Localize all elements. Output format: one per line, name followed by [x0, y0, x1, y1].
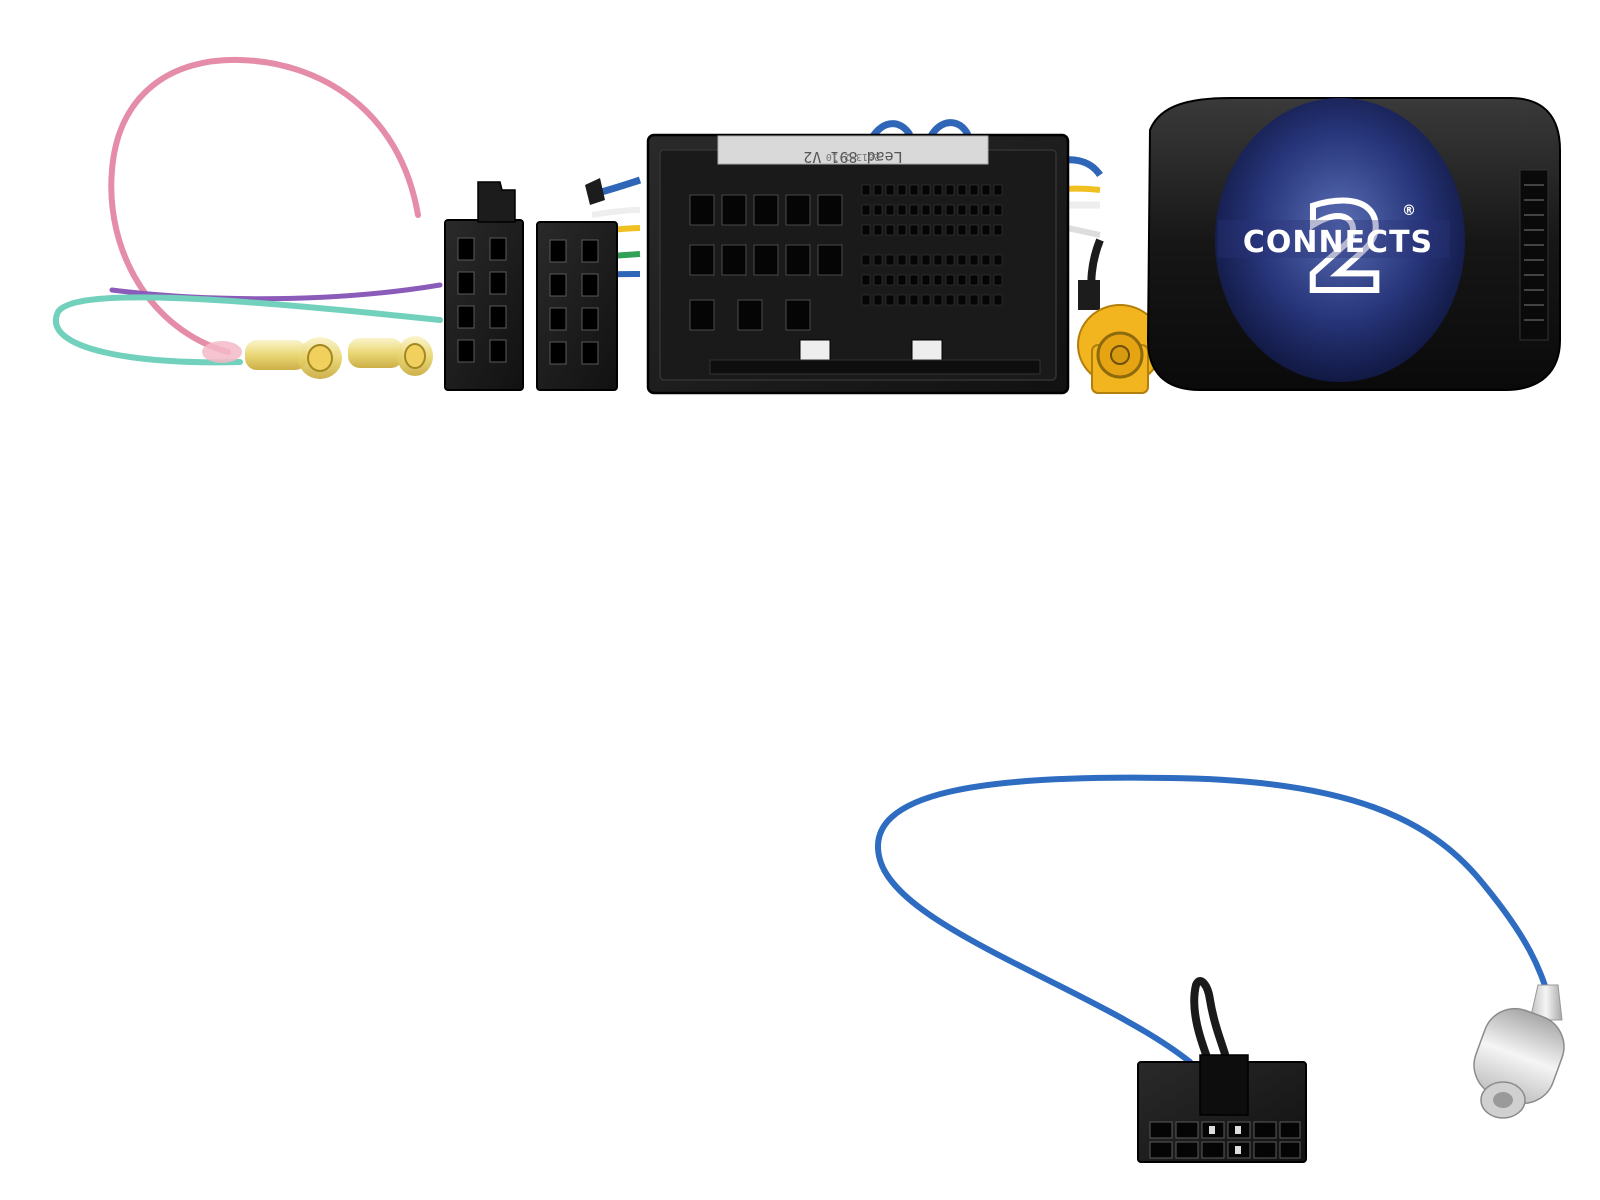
logo-numeral: 2: [1303, 180, 1387, 319]
crimp-terminals: [202, 336, 433, 379]
registered-mark: ®: [1402, 203, 1416, 219]
steering-control-lead: [875, 774, 1551, 1074]
black-wire: [1190, 977, 1232, 1074]
label-line-2: 2013-2-10: [826, 151, 880, 162]
logo-text: CONNECTS: [1243, 225, 1433, 260]
blue-wire: [875, 774, 1551, 1065]
module-label-sticker: Lead 891 V2 2013-2-10: [717, 135, 989, 166]
rca-plug-icon: [1077, 280, 1163, 394]
molex-connector-icon: [1137, 1054, 1307, 1163]
iso-connector-icon: [444, 181, 524, 391]
antenna-plug-icon: [1473, 984, 1565, 1119]
label-line-1: Lead 891 V2: [803, 148, 902, 166]
purple-wire: [109, 282, 443, 302]
iso-connector-icon: [536, 178, 618, 391]
crimp-terminal: [202, 337, 342, 379]
interface-module-icon: 2 CONNECTS ®: [1146, 97, 1561, 391]
connects2-logo: 2 CONNECTS ®: [1218, 177, 1450, 322]
pink-wire: [108, 56, 421, 355]
fine-pin-grid: [861, 184, 1003, 306]
crimp-terminal: [348, 336, 433, 376]
teal-wire: [52, 294, 443, 366]
multipin-connector-icon: Lead 891 V2 2013-2-10: [646, 133, 1070, 395]
